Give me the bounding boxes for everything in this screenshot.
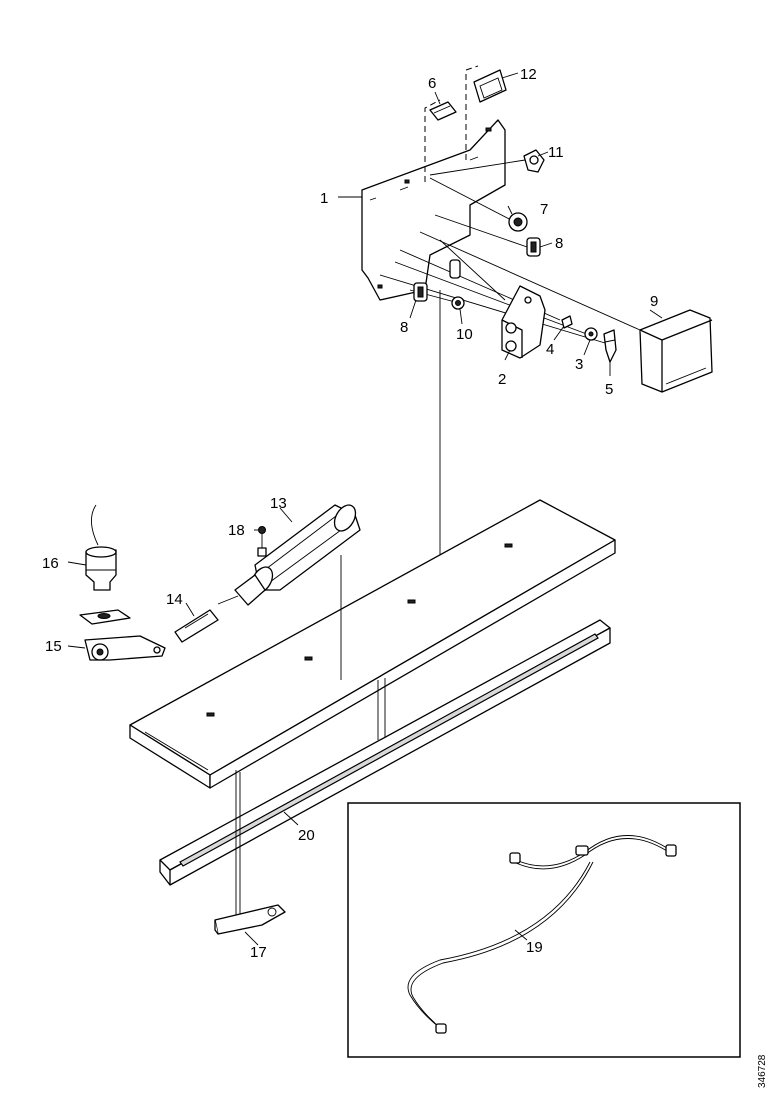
callout-19: 19: [526, 939, 543, 956]
callout-13: 13: [270, 495, 287, 512]
part-2-terminal-block: [501, 285, 546, 359]
callout-leaders: [67, 72, 663, 946]
part-8-grommet-left: [413, 282, 428, 302]
callout-17: 17: [250, 944, 267, 961]
callout-14: 14: [166, 591, 183, 608]
mounting-bracket-plate: [361, 119, 506, 301]
part-13-cylinder: [217, 504, 361, 606]
callout-1: 1: [320, 190, 328, 207]
part-8-grommet-right: [526, 237, 541, 257]
callout-6: 6: [428, 75, 436, 92]
callout-12: 12: [520, 66, 537, 83]
callout-9: 9: [650, 293, 658, 310]
inset-box: [347, 802, 741, 1058]
main-shelf-panel: [129, 499, 616, 789]
part-5-connector: [603, 329, 617, 363]
part-20-rail-channel: [159, 619, 611, 886]
callout-3: 3: [575, 356, 583, 373]
part-18-screw: [257, 526, 267, 557]
callout-7: 7: [540, 201, 548, 218]
assembly-lines: [379, 159, 641, 618]
callout-8-right: 8: [555, 235, 563, 252]
gasket-plate: [79, 609, 131, 625]
part-15-lever: [84, 635, 166, 661]
callout-4: 4: [546, 341, 554, 358]
part-14-coupling: [174, 609, 219, 643]
callout-20: 20: [298, 827, 315, 844]
part-17-link-arm: [214, 904, 286, 935]
document-id: 346728: [757, 1054, 768, 1088]
callout-15: 15: [45, 638, 62, 655]
part-12-plate: [473, 69, 507, 103]
part-7-washer: [508, 212, 528, 232]
part-9-control-module: [639, 309, 713, 393]
part-19-wire-harness: [407, 835, 677, 1034]
part-6-clip: [429, 101, 457, 121]
alignment-dashed-lines: [424, 65, 479, 182]
callout-labels: 1 2 3 4 5 6 7 8 8 9 10 11 12 13 14 15 16…: [42, 66, 658, 961]
shelf-assembly-lines: [235, 555, 386, 915]
callout-10: 10: [456, 326, 473, 343]
callout-16: 16: [42, 555, 59, 572]
part-4-screw: [561, 315, 573, 329]
callout-18: 18: [228, 522, 245, 539]
part-16-valve: [85, 504, 117, 591]
callout-5: 5: [605, 381, 613, 398]
callout-11: 11: [548, 144, 564, 161]
part-3-nut: [584, 327, 598, 341]
part-11-nut: [523, 149, 545, 173]
part-slot-insert: [449, 259, 461, 279]
callout-2: 2: [498, 371, 506, 388]
part-10-washer: [451, 296, 465, 310]
callout-8-left: 8: [400, 319, 408, 336]
